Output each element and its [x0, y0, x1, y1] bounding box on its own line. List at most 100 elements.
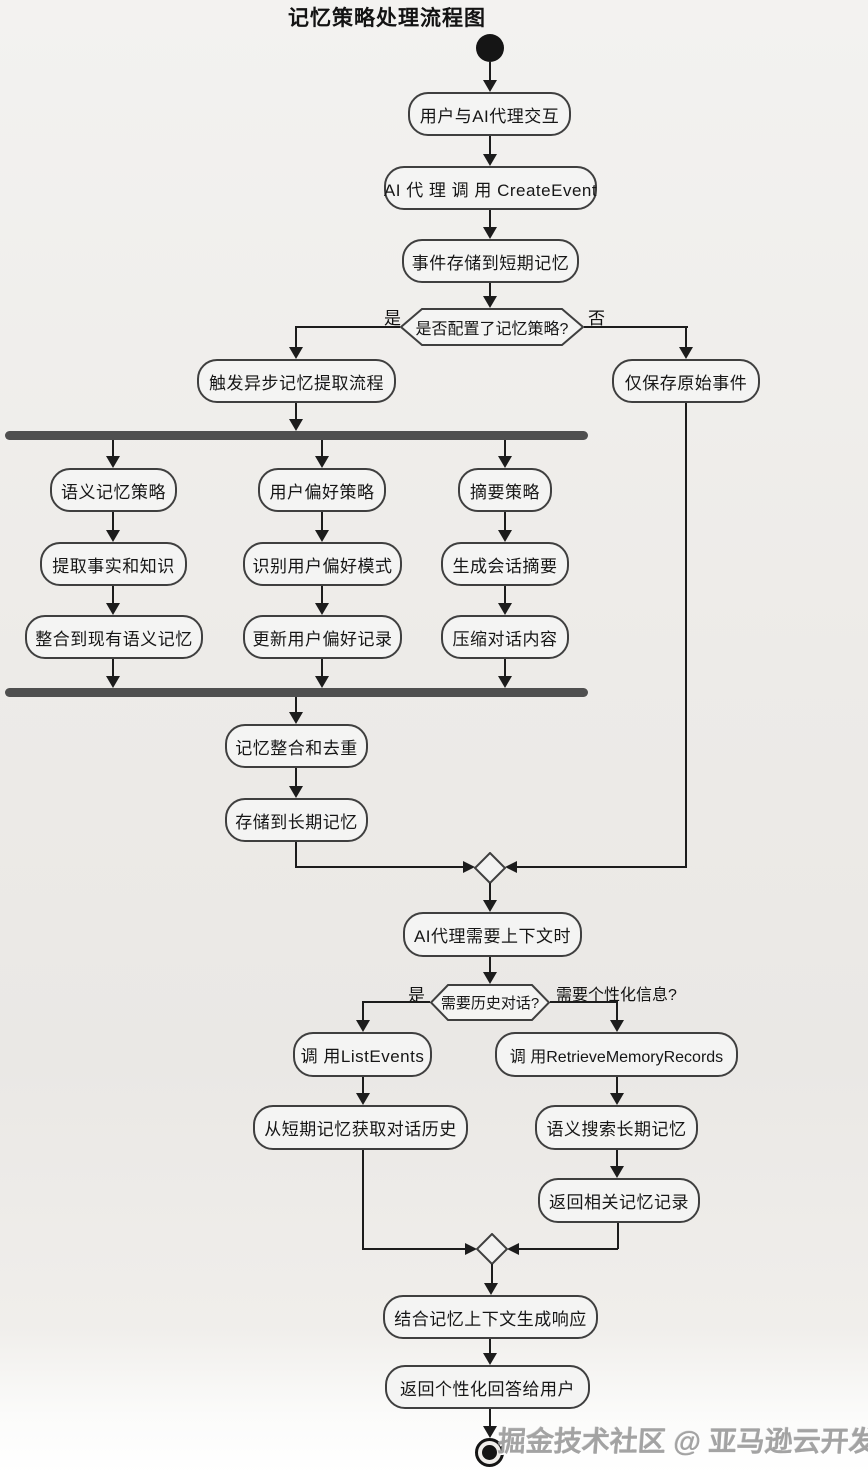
activity-compress-dialog: 压缩对话内容: [441, 615, 569, 659]
arrowhead: [507, 1243, 519, 1255]
activity-identify-pref: 识别用户偏好模式: [243, 542, 402, 586]
arrowhead: [483, 154, 497, 166]
activity-return-answer: 返回个性化回答给用户: [385, 1365, 590, 1409]
activity-semantic-search: 语义搜索长期记忆: [535, 1105, 698, 1150]
flow-line: [519, 1248, 618, 1250]
flow-line: [517, 866, 687, 868]
flow-line: [584, 326, 688, 328]
flow-line: [362, 1248, 465, 1250]
arrowhead: [610, 1166, 624, 1178]
arrowhead: [679, 347, 693, 359]
flow-line: [489, 62, 491, 82]
edge-label-yes: 是: [408, 986, 425, 1005]
arrowhead: [356, 1093, 370, 1105]
flow-line: [362, 1001, 430, 1003]
flow-line: [112, 586, 114, 604]
activity-create-event: AI 代 理 调 用 CreateEvent: [384, 166, 597, 210]
decision-text: 需要历史对话?: [440, 995, 540, 1012]
fork-bar: [5, 431, 588, 440]
flow-line: [295, 768, 297, 787]
flow-line: [489, 883, 491, 901]
flow-line: [112, 440, 114, 457]
flow-line: [489, 1339, 491, 1354]
arrowhead: [356, 1020, 370, 1032]
arrowhead: [106, 530, 120, 542]
watermark-text: 掘金技术社区 @ 亚马逊云开发者: [496, 1426, 868, 1457]
arrowhead: [483, 1353, 497, 1365]
flow-line: [489, 1409, 491, 1427]
arrowhead: [315, 530, 329, 542]
activity-trigger-async: 触发异步记忆提取流程: [197, 359, 396, 403]
activity-list-events: 调 用ListEvents: [293, 1032, 432, 1077]
arrowhead: [483, 227, 497, 239]
flow-line: [362, 1001, 364, 1021]
end-node-dot: [482, 1445, 497, 1460]
activity-extract-facts: 提取事实和知识: [40, 542, 187, 586]
arrowhead: [315, 676, 329, 688]
end-node: [475, 1438, 504, 1467]
flow-line: [321, 659, 323, 677]
arrowhead: [483, 900, 497, 912]
activity-store-short-term: 事件存储到短期记忆: [402, 239, 579, 283]
flow-line: [491, 1264, 493, 1284]
flow-line: [504, 440, 506, 457]
decision-strategy-configured: 是否配置了记忆策略?: [400, 308, 584, 346]
activity-get-history: 从短期记忆获取对话历史: [253, 1105, 468, 1150]
flow-line: [685, 326, 687, 348]
arrowhead: [498, 603, 512, 615]
activity-need-context: AI代理需要上下文时: [403, 912, 582, 957]
arrowhead: [498, 456, 512, 468]
arrowhead: [610, 1093, 624, 1105]
activity-store-long-term: 存储到长期记忆: [225, 798, 368, 842]
start-node: [476, 34, 504, 62]
arrowhead: [483, 972, 497, 984]
flow-line: [489, 283, 491, 297]
flow-line: [617, 1223, 619, 1249]
flow-line: [295, 697, 297, 713]
arrowhead: [465, 1243, 477, 1255]
activity-return-records: 返回相关记忆记录: [538, 1178, 700, 1223]
flow-line: [321, 586, 323, 604]
flow-line: [112, 659, 114, 677]
activity-summary-strategy: 摘要策略: [458, 468, 552, 512]
arrowhead: [484, 1283, 498, 1295]
activity-user-interact: 用户与AI代理交互: [408, 92, 571, 136]
flow-line: [489, 957, 491, 973]
flow-line: [112, 512, 114, 531]
activity-merge-dedup: 记忆整合和去重: [225, 724, 368, 768]
flow-line: [504, 512, 506, 531]
activity-combine-context: 结合记忆上下文生成响应: [383, 1295, 598, 1339]
flow-line: [295, 403, 297, 420]
flow-line: [362, 1077, 364, 1094]
arrowhead: [289, 347, 303, 359]
decision-text: 是否配置了记忆策略?: [415, 321, 569, 338]
flow-line: [295, 842, 297, 867]
flow-line: [321, 512, 323, 531]
arrowhead: [315, 603, 329, 615]
activity-gen-summary: 生成会话摘要: [441, 542, 569, 586]
edge-label-no: 否: [588, 309, 605, 328]
arrowhead: [463, 861, 475, 873]
activity-integrate-semantic: 整合到现有语义记忆: [25, 615, 203, 659]
arrowhead: [483, 1426, 497, 1438]
arrowhead: [505, 861, 517, 873]
flow-line: [362, 1150, 364, 1249]
hexagon-shape: [400, 308, 584, 346]
diagram-title: 记忆策略处理流程图: [288, 7, 486, 30]
flow-line: [295, 866, 463, 868]
arrowhead: [289, 786, 303, 798]
arrowhead: [106, 456, 120, 468]
flow-line: [295, 326, 400, 328]
flow-line: [550, 1001, 618, 1003]
arrowhead: [498, 530, 512, 542]
arrowhead: [610, 1020, 624, 1032]
activity-retrieve-records: 调 用RetrieveMemoryRecords: [495, 1032, 738, 1077]
flow-line: [616, 1150, 618, 1167]
arrowhead: [483, 296, 497, 308]
flow-line: [504, 586, 506, 604]
flow-line: [616, 1001, 618, 1021]
arrowhead: [106, 603, 120, 615]
decision-need-history: 需要历史对话?: [430, 984, 550, 1021]
flow-line: [685, 403, 687, 867]
arrowhead: [289, 712, 303, 724]
